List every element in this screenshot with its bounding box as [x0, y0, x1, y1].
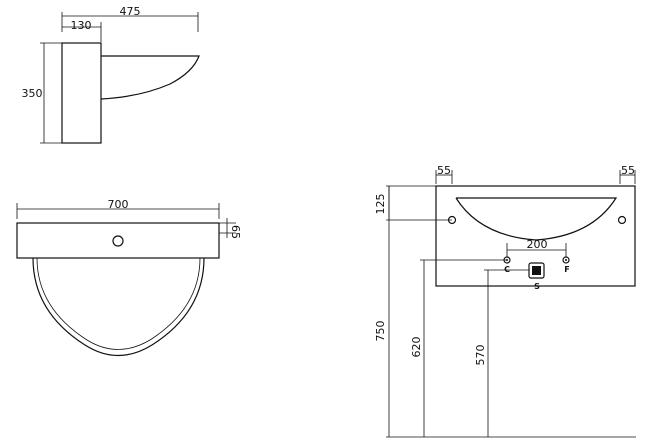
- dim-side-total-width: 475: [120, 5, 141, 18]
- side-wall-block: [61, 42, 102, 144]
- dim-top-offset: 125: [374, 194, 387, 215]
- top-rim: [16, 222, 220, 259]
- side-view: 475 130 350: [22, 5, 200, 144]
- dim-valve-height: 620: [410, 337, 423, 358]
- dim-valve-spacing: 200: [527, 238, 548, 251]
- label-drain: S: [534, 282, 540, 291]
- front-panel: [435, 185, 636, 287]
- label-hot-valve: F: [564, 265, 569, 274]
- dim-side-back-width: 130: [71, 19, 92, 32]
- dim-top-width: 700: [108, 198, 129, 211]
- front-drain-inner: [532, 266, 541, 275]
- top-bowl-inner: [36, 257, 201, 350]
- label-cold-valve: C: [504, 265, 510, 274]
- dim-top-thickness: 65: [229, 225, 242, 239]
- dim-drain-height: 570: [474, 345, 487, 366]
- dim-mount-height: 750: [374, 321, 387, 342]
- front-bowl: [455, 197, 618, 241]
- front-view: C F S 200 55 55 125 750 620 570: [374, 164, 636, 438]
- top-view: 700 65: [16, 198, 242, 356]
- dim-side-height: 350: [22, 87, 43, 100]
- top-tap-hole: [112, 235, 124, 247]
- dim-margin-left: 55: [437, 164, 451, 177]
- front-drain-outer: [528, 262, 545, 279]
- top-bowl-outer: [32, 257, 205, 356]
- dim-margin-right: 55: [621, 164, 635, 177]
- side-basin-profile: [100, 55, 200, 100]
- front-fixing-hole-right: [617, 215, 627, 225]
